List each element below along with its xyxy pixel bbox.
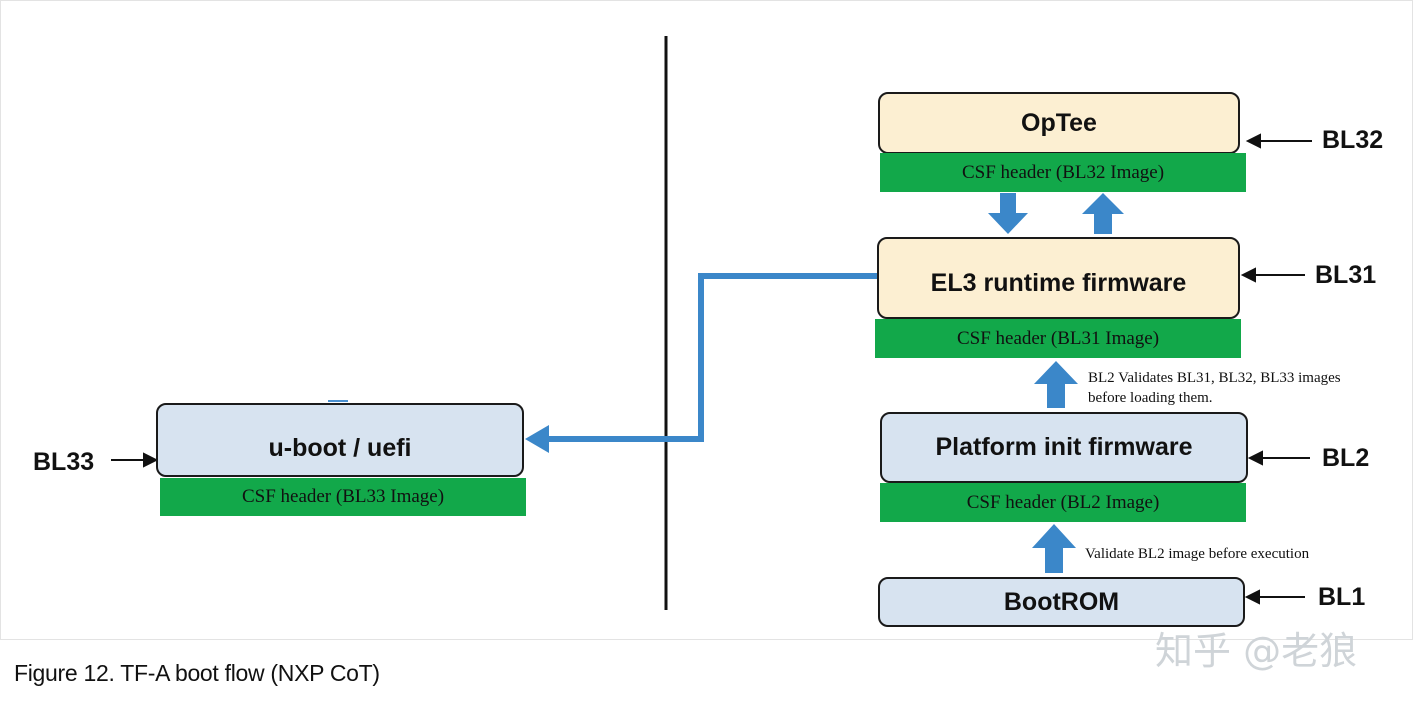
up-block-arrow	[1082, 193, 1124, 234]
bl32-csf-header: CSF header (BL32 Image)	[880, 153, 1246, 192]
watermark: 知乎 @老狼	[1155, 629, 1358, 673]
bl33-csf-label: CSF header (BL33 Image)	[241, 486, 445, 507]
platform-init-box: Platform init firmware	[880, 412, 1248, 483]
platform-init-title: Platform init firmware	[935, 433, 1193, 461]
bl33-label: BL33	[33, 448, 95, 476]
bl2-csf-label: CSF header (BL2 Image)	[966, 491, 1160, 513]
level-pointers	[111, 133, 1312, 605]
diagram-frame	[0, 0, 1413, 640]
bl2-to-bl31-block-arrow	[1034, 361, 1078, 408]
bl2-validates-line2: before loading them.	[1088, 390, 1213, 406]
bl1-label: BL1	[1318, 583, 1366, 611]
bootrom-box: BootROM	[878, 577, 1245, 627]
bl32-label: BL32	[1322, 126, 1384, 154]
validate-bl2-note: Validate BL2 image before execution	[1085, 546, 1310, 562]
uboot-arrowhead	[525, 425, 549, 453]
bl32-csf-label: CSF header (BL32 Image)	[961, 161, 1165, 183]
el3-to-uboot-connector	[545, 273, 878, 442]
optee-box: OpTee	[878, 92, 1240, 154]
bl1-to-bl2-block-arrow	[1032, 524, 1076, 573]
bl31-label: BL31	[1315, 261, 1377, 289]
figure-caption: Figure 12. TF-A boot flow (NXP CoT)	[14, 660, 380, 686]
bl33-csf-header: CSF header (BL33 Image)	[160, 478, 526, 516]
el3-runtime-box: EL3 runtime firmware	[877, 237, 1240, 319]
bl31-csf-header: CSF header (BL31 Image)	[875, 319, 1241, 358]
bl2-label: BL2	[1322, 444, 1370, 472]
bl2-validates-line1: BL2 Validates BL31, BL32, BL33 images	[1088, 370, 1341, 386]
bootrom-title: BootROM	[1003, 587, 1120, 616]
uboot-title: u-boot / uefi	[268, 433, 412, 462]
down-block-arrow	[988, 193, 1028, 234]
bl2-csf-header: CSF header (BL2 Image)	[880, 483, 1246, 522]
bl31-csf-label: CSF header (BL31 Image)	[956, 327, 1160, 349]
el3-runtime-title: EL3 runtime firmware	[930, 268, 1187, 297]
optee-title: OpTee	[1021, 108, 1097, 137]
bl2-validates-note: BL2 Validates BL31, BL32, BL33 images be…	[1088, 368, 1341, 408]
uboot-box: u-boot / uefi	[156, 403, 524, 477]
